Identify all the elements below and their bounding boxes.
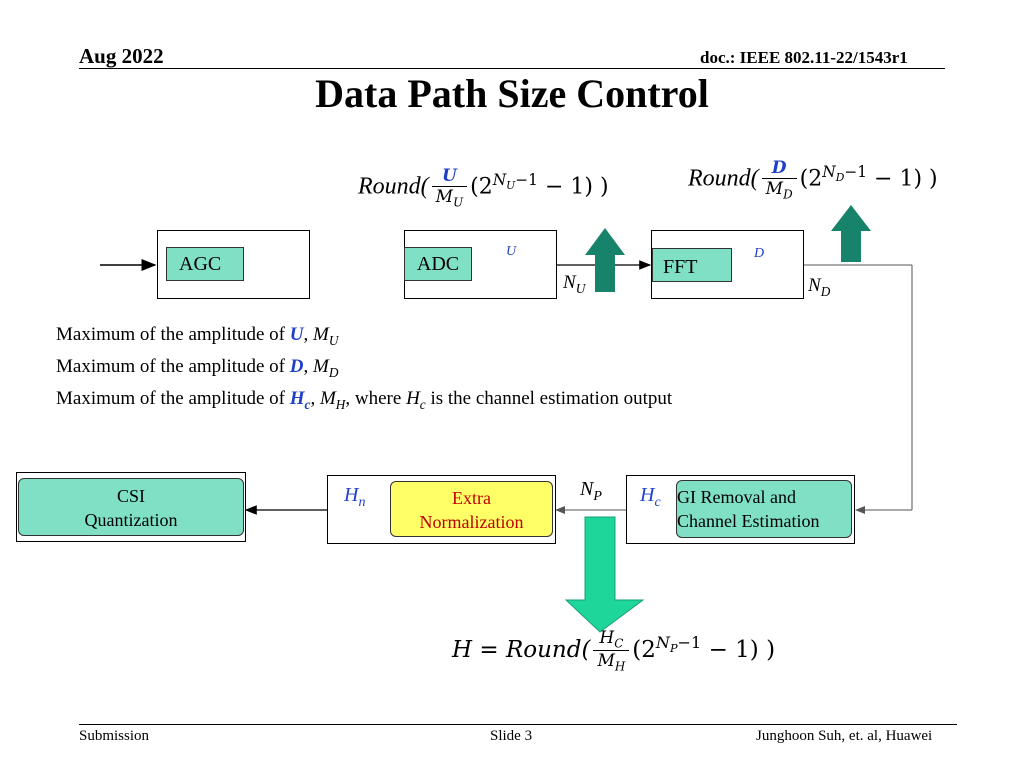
note-line-u: Maximum of the amplitude of U, MU <box>56 324 339 348</box>
np-label: NP <box>580 478 602 504</box>
csi-label-line2: Quantization <box>84 510 178 530</box>
signal-d-label: D <box>754 246 765 261</box>
header-date: Aug 2022 <box>79 44 164 68</box>
footer-slide-number: Slide 3 <box>490 728 533 744</box>
nd-label: ND <box>808 275 831 299</box>
up-arrow-nu <box>585 228 625 292</box>
csi-label-line1: CSI <box>116 486 145 506</box>
footer-authors: Junghoon Suh, et. al, Huawei <box>756 728 933 744</box>
csi-block: CSI Quantization <box>18 478 244 536</box>
gi-label-line1: GI Removal and <box>677 487 796 507</box>
fft-label: FFT <box>663 256 698 278</box>
signal-u-label: U <box>506 244 517 259</box>
note-line-d: Maximum of the amplitude of D, MD <box>56 356 339 380</box>
page-title: Data Path Size Control <box>315 71 709 116</box>
down-arrow-np <box>564 516 645 633</box>
extra-normalization-block: Extra Normalization <box>390 481 553 537</box>
hn-label: Hn <box>344 484 366 510</box>
header-doc-id: doc.: IEEE 802.11-22/1543r1 <box>700 48 908 67</box>
agc-label: AGC <box>179 253 222 275</box>
gi-label-line2: Channel Estimation <box>677 511 820 531</box>
footer-rule <box>79 724 957 725</box>
hc-label: Hc <box>640 484 661 510</box>
extra-label-line1: Extra <box>452 488 491 508</box>
adc-block: ADC <box>404 247 472 281</box>
agc-block: AGC <box>166 247 244 281</box>
footer-submission: Submission <box>79 728 150 744</box>
header-rule <box>79 68 945 69</box>
extra-label-line2: Normalization <box>419 512 524 532</box>
adc-label: ADC <box>416 253 460 275</box>
fft-block: FFT <box>652 248 732 282</box>
nu-label: NU <box>563 272 586 296</box>
note-line-h: Maximum of the amplitude of Hc, MH, wher… <box>56 388 673 412</box>
up-arrow-nd <box>831 205 871 262</box>
gi-removal-block: GI Removal and Channel Estimation <box>676 480 852 538</box>
